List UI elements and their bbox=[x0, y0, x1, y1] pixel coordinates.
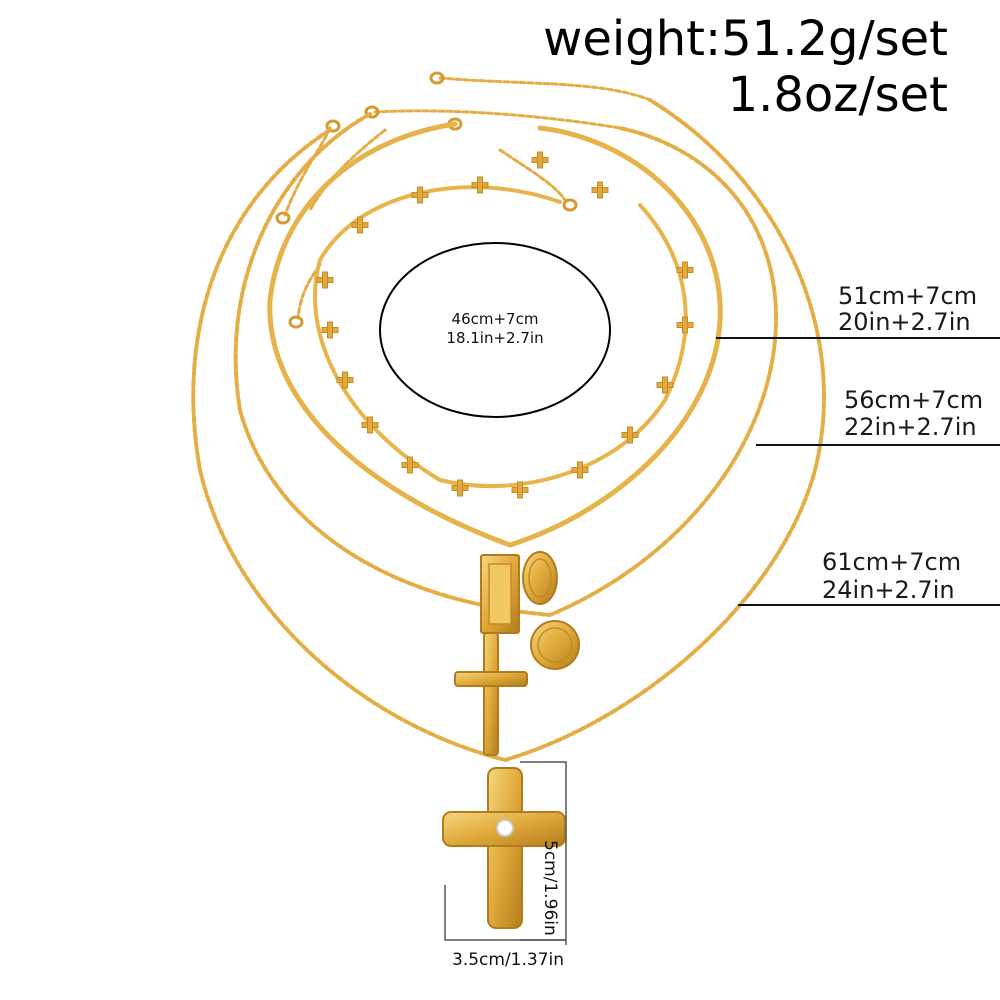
chain-51cm bbox=[267, 121, 723, 548]
weight-grams-text: weight:51.2g/set bbox=[543, 11, 948, 67]
pendant-width-label: 3.5cm/1.37in bbox=[452, 950, 565, 970]
chain-46cm bbox=[313, 185, 688, 488]
weight-ounces-text: 1.8oz/set bbox=[727, 67, 948, 123]
crucifix-pendant bbox=[454, 632, 528, 756]
necklace-56-cm: 56cm+7cm bbox=[844, 386, 984, 414]
necklace-61-in: 24in+2.7in bbox=[822, 576, 955, 604]
round-medal-pendant bbox=[530, 620, 580, 670]
bar-pendant bbox=[480, 554, 520, 634]
necklace-51-cm: 51cm+7cm bbox=[838, 282, 978, 310]
chain-61cm bbox=[191, 98, 826, 763]
necklace-56-in: 22in+2.7in bbox=[844, 413, 977, 441]
chain-56cm bbox=[233, 112, 778, 618]
choker-length-in: 18.1in+2.7in bbox=[446, 329, 544, 347]
necklace-61-cm: 61cm+7cm bbox=[822, 548, 962, 576]
pendant-height-label: 5cm/1.96in bbox=[540, 840, 560, 936]
oval-medal-pendant bbox=[522, 551, 558, 605]
large-cross-pendant bbox=[442, 767, 566, 929]
choker-size-circle bbox=[379, 242, 611, 418]
cross-beads bbox=[316, 151, 694, 499]
extender-chains bbox=[283, 76, 652, 320]
necklace-51-in: 20in+2.7in bbox=[838, 308, 971, 336]
choker-length-cm: 46cm+7cm bbox=[451, 310, 539, 328]
dimension-lines bbox=[444, 761, 567, 945]
length-leader-lines bbox=[716, 337, 1000, 606]
